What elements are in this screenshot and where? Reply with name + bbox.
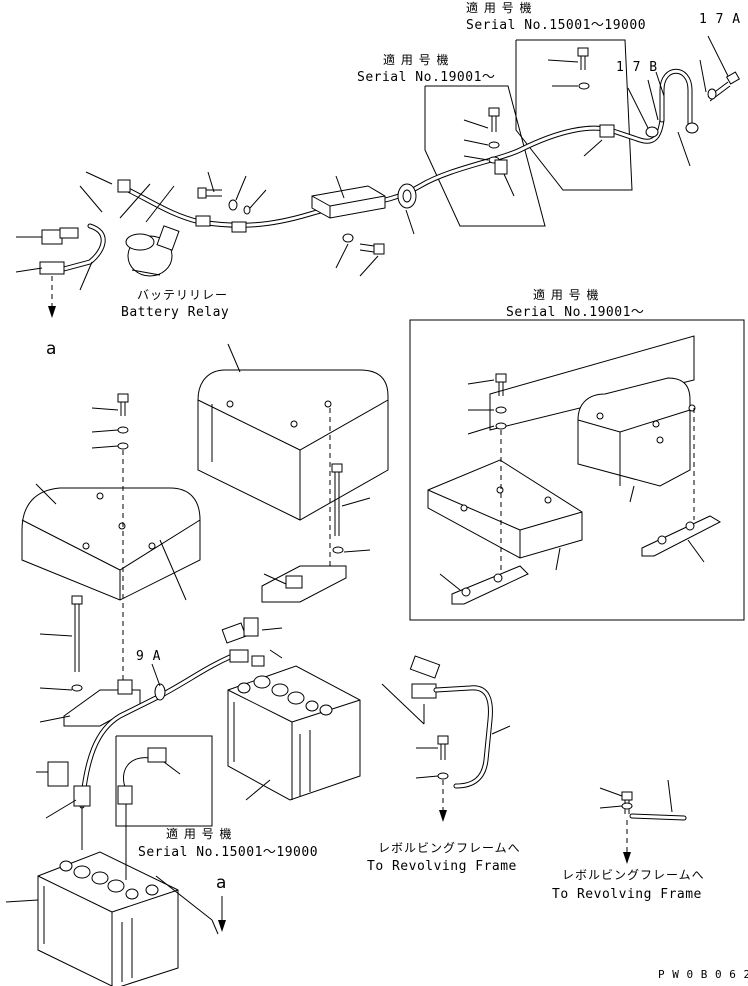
serial-range-label: Serial No.15001～19000: [466, 18, 646, 33]
battery-relay-label-jp: バッテリリレー: [137, 288, 228, 302]
drawing-number: P W 0 B 0 6 2: [658, 968, 748, 981]
tie-rod: [331, 463, 344, 554]
revolving-frame-label-jp: レボルビングフレームへ: [378, 841, 521, 855]
connector-plug: [147, 747, 167, 763]
connector-plug: [59, 227, 79, 239]
bracket-hook: [117, 679, 133, 695]
power-cable-highlight: [118, 118, 664, 227]
battery-relay-label: Battery Relay: [121, 305, 229, 320]
cable-clamp: [599, 124, 615, 138]
arrow-down-icon: [439, 810, 447, 822]
variant-box-serial-19001: [409, 319, 745, 621]
arrow-down-icon: [48, 306, 56, 318]
ground-cable: [381, 655, 493, 822]
power-cable: [117, 117, 665, 228]
ref-9a-label: 9 A: [136, 649, 161, 664]
washer-icon: [707, 88, 717, 100]
relay-cable-highlight: [58, 224, 105, 272]
washer-icon: [117, 442, 129, 450]
applicable-serial-label-jp: 適 用 号 機: [383, 52, 449, 67]
bracket-hook: [285, 575, 303, 589]
connector-plug: [221, 617, 265, 667]
bracket: [63, 689, 141, 727]
washer-icon: [488, 141, 500, 149]
washer-icon: [578, 82, 590, 90]
cable-clamp: [195, 215, 211, 227]
bracket: [261, 565, 347, 603]
connector-plug: [47, 761, 69, 787]
washer-icon: [332, 546, 344, 554]
serial-range-label: Serial No.19001～: [506, 305, 644, 320]
bolt-icon: [707, 71, 741, 102]
ref-17a-label: 1 7 A: [699, 12, 741, 27]
tie-rod: [71, 595, 83, 692]
revolving-frame-label: To Revolving Frame: [367, 859, 517, 874]
wire: [123, 757, 151, 791]
bolt-icon: [197, 187, 251, 215]
battery-cover-front: [21, 487, 201, 601]
cable-clamp: [154, 683, 166, 701]
serial-range-label: Serial No.15001～19000: [138, 845, 318, 860]
cable-clamp: [494, 159, 508, 175]
bolt-icon: [117, 393, 129, 450]
variant-box: [424, 85, 546, 227]
battery-cover-rear: [197, 369, 389, 521]
top-cable-assembly: [15, 35, 741, 318]
connector-plug: [41, 229, 63, 245]
variant-box: [515, 39, 633, 191]
terminal-lug: [117, 179, 131, 193]
washer-icon: [228, 199, 238, 211]
terminal-lug: [645, 126, 659, 138]
battery-left: [37, 851, 179, 986]
connector-a-label: a: [216, 873, 226, 893]
loop-cable-highlight: [660, 69, 692, 127]
revolving-frame-label: To Revolving Frame: [552, 887, 702, 902]
arrow-down-icon: [623, 852, 631, 864]
bolt-icon: [577, 47, 590, 90]
battery-cable-highlight: [80, 654, 234, 808]
bolt-icon: [342, 233, 385, 255]
washer-icon: [117, 426, 129, 434]
applicable-serial-label-jp: 適 用 号 機: [166, 826, 232, 841]
terminal-lug: [73, 785, 91, 807]
serial-range-label: Serial No.19001～: [357, 70, 495, 85]
cable-clamp: [231, 221, 247, 233]
leader-line: [85, 171, 113, 185]
battery-relay: [125, 225, 180, 277]
ref-17b-label: 1 7 B: [616, 60, 658, 75]
battery-right: [227, 665, 361, 801]
washer-icon: [71, 684, 83, 692]
applicable-serial-label-jp: 適 用 号 機: [533, 287, 599, 302]
terminal-lug: [39, 261, 65, 275]
connector-a-label: a: [46, 339, 56, 359]
variant-box: [115, 735, 213, 827]
bolt-icon: [488, 107, 500, 164]
ground-strap: [621, 791, 687, 864]
applicable-serial-label-jp: 適 用 号 機: [466, 0, 532, 15]
terminal-lug: [685, 122, 699, 134]
washer-icon: [342, 233, 354, 243]
loop-cable: [659, 68, 693, 128]
washer-icon: [243, 205, 251, 215]
terminal-lug: [117, 785, 133, 805]
arrow-down-icon: [218, 920, 226, 932]
revolving-frame-label-jp: レボルビングフレームへ: [562, 868, 705, 882]
